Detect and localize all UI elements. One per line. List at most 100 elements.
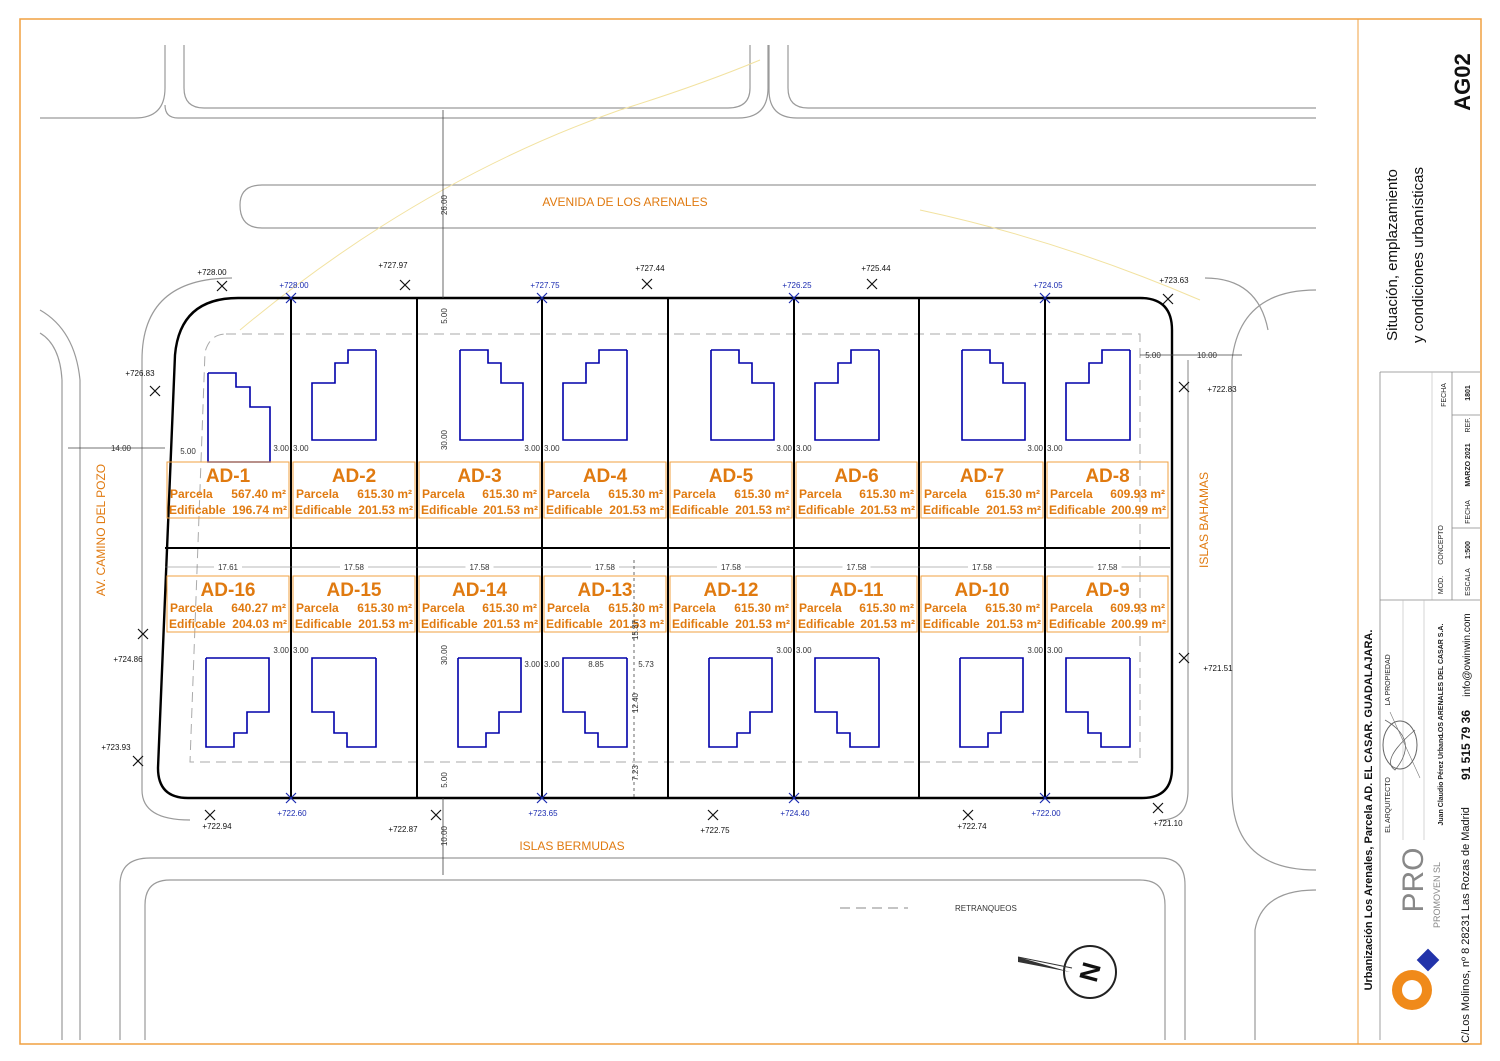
dim-avenida-width: 26.00 bbox=[440, 194, 449, 215]
width-bg-4 bbox=[591, 561, 619, 572]
street-north: AVENIDA DE LOS ARENALES bbox=[542, 195, 707, 209]
elev-west-3: +723.93 bbox=[101, 743, 131, 752]
dim-house-depth-b: 12.40 bbox=[631, 692, 640, 713]
lot-bottom-box-2 bbox=[292, 575, 416, 633]
lot-top-id-1: AD-1 bbox=[206, 466, 251, 487]
company-email: info@owinwin.com bbox=[1462, 613, 1473, 697]
lot-bottom-parcela-label-8: Parcela bbox=[1050, 601, 1093, 615]
lot-top-id-8: AD-8 bbox=[1085, 466, 1129, 487]
tb-propiedad-label: LA PROPIEDAD bbox=[1385, 654, 1392, 705]
elevation-markers: +728.00+727.97+727.44+725.44+723.63+728.… bbox=[101, 261, 1237, 835]
contour-line-1 bbox=[239, 59, 761, 331]
tb-fecha-label-1: FECHA bbox=[1441, 383, 1448, 407]
elev-top-1: +728.00 bbox=[197, 268, 227, 277]
lot-top-box-8 bbox=[1046, 461, 1169, 519]
north-arrow: N bbox=[1017, 945, 1117, 999]
width-bg-3 bbox=[465, 561, 494, 572]
sheet-code: AG02 bbox=[1450, 53, 1475, 110]
width-bg-5 bbox=[717, 561, 745, 572]
side-setback-mid-l: 3.00 bbox=[524, 660, 540, 669]
lot-top-parcela-label-6: Parcela bbox=[799, 487, 842, 501]
lot-top-parcela-7: 615.30 m² bbox=[985, 487, 1040, 501]
elev-cross-top-blue-1 bbox=[285, 292, 297, 304]
lot-top-id-4: AD-4 bbox=[583, 466, 628, 487]
elev-cross-top-3 bbox=[641, 278, 653, 290]
lot-bottom-id-2: AD-15 bbox=[327, 580, 382, 601]
elev-top-4: +725.44 bbox=[861, 264, 891, 273]
north-arrow-letter: N bbox=[1073, 959, 1107, 985]
lot-top-edif-8: 200.99 m² bbox=[1111, 503, 1166, 517]
lot-top-parcela-8: 609.93 m² bbox=[1110, 487, 1165, 501]
lot-bottom-parcela-label-1: Parcela bbox=[170, 601, 213, 615]
elev-cross-east-1 bbox=[1178, 381, 1190, 393]
legend-setback-label: RETRANQUEOS bbox=[955, 904, 1017, 913]
lot-top-parcela-label-4: Parcela bbox=[547, 487, 590, 501]
company-phone: 91 515 79 36 bbox=[1459, 710, 1473, 780]
house-bottom-2 bbox=[311, 657, 377, 748]
elev-top-3: +727.44 bbox=[635, 264, 665, 273]
elev-west-2: +724.86 bbox=[113, 655, 143, 664]
street-south: ISLAS BERMUDAS bbox=[519, 839, 624, 853]
block-se bbox=[1254, 889, 1317, 1040]
curb-ne bbox=[1204, 277, 1269, 331]
curb-east bbox=[1159, 360, 1189, 821]
side-setback-bot-l-2: 3.00 bbox=[776, 646, 792, 655]
elev-east-2: +721.51 bbox=[1203, 664, 1233, 673]
lot-bottom-box-7 bbox=[920, 575, 1044, 633]
dim-lot-depth-n: 30.00 bbox=[440, 429, 449, 450]
elev-east-1: +722.83 bbox=[1207, 385, 1237, 394]
width-bg-6 bbox=[842, 561, 871, 572]
lot-bottom-parcela-1: 640.27 m² bbox=[231, 601, 286, 615]
elev-bottom-3: +722.75 bbox=[700, 826, 730, 835]
elev-cross-top-1 bbox=[216, 280, 228, 292]
dim-east-street: 10.00 bbox=[1197, 351, 1218, 360]
lot-top-id-7: AD-7 bbox=[960, 466, 1004, 487]
lot-width-7: 17.58 bbox=[972, 563, 993, 572]
lot-top-box-7 bbox=[920, 461, 1044, 519]
lot-bottom-box-6 bbox=[795, 575, 918, 633]
lot-bottom-parcela-5: 615.30 m² bbox=[734, 601, 789, 615]
lot-bottom-parcela-3: 615.30 m² bbox=[482, 601, 537, 615]
lot-bottom-edif-5: 201.53 m² bbox=[735, 617, 790, 631]
elev-top-blue-4: +724.05 bbox=[1033, 281, 1063, 290]
lot-bottom-edif-1: 204.03 m² bbox=[232, 617, 287, 631]
lot-bottom-parcela-4: 615.30 m² bbox=[608, 601, 663, 615]
lot-top-box-6 bbox=[795, 461, 918, 519]
block-n1 bbox=[164, 45, 769, 119]
architect-signature bbox=[1382, 711, 1421, 779]
lot-top-edif-5: 201.53 m² bbox=[735, 503, 790, 517]
house-top-2 bbox=[311, 349, 377, 441]
lot-width-1: 17.61 bbox=[218, 563, 239, 572]
lot-bottom-edif-label-3: Edificable bbox=[421, 617, 478, 631]
house-bottom-3 bbox=[457, 657, 522, 748]
elev-cross-bottom-blue-1 bbox=[285, 792, 297, 804]
lot-bottom-parcela-label-4: Parcela bbox=[547, 601, 590, 615]
elev-cross-top-blue-2 bbox=[536, 292, 548, 304]
lot-top-parcela-label-8: Parcela bbox=[1050, 487, 1093, 501]
elev-cross-bottom-blue-2 bbox=[536, 792, 548, 804]
lot-top-edif-label-8: Edificable bbox=[1049, 503, 1106, 517]
elev-top-blue-3: +726.25 bbox=[782, 281, 812, 290]
contour-line-2 bbox=[919, 209, 1201, 301]
lot-bottom-edif-3: 201.53 m² bbox=[483, 617, 538, 631]
elev-bottom-blue-1: +722.60 bbox=[277, 809, 307, 818]
lot-bottom-box-3 bbox=[418, 575, 541, 633]
lot-bottom-edif-label-5: Edificable bbox=[672, 617, 729, 631]
lot-width-4: 17.58 bbox=[595, 563, 616, 572]
house-top-8 bbox=[1065, 349, 1131, 441]
lot-top-edif-7: 201.53 m² bbox=[986, 503, 1041, 517]
side-setback-bot-r-1: 3.00 bbox=[293, 646, 309, 655]
avenida-median bbox=[239, 184, 1316, 229]
lot-bottom-edif-4: 201.53 m² bbox=[609, 617, 664, 631]
tb-propiedad-value: LOS ARENALES DEL CASAR S.A. bbox=[1438, 624, 1445, 737]
house-bottom-5 bbox=[708, 657, 773, 748]
lot-bottom-edif-2: 201.53 m² bbox=[358, 617, 413, 631]
elev-top-2: +727.97 bbox=[378, 261, 408, 270]
tb-fecha-value: MARZO 2021 bbox=[1465, 443, 1472, 486]
dim-lot-depth-s: 30.00 bbox=[440, 644, 449, 665]
lot-top-edif-4: 201.53 m² bbox=[609, 503, 664, 517]
dim-house-side: 5.73 bbox=[638, 660, 654, 669]
lot-bottom-box-8 bbox=[1046, 575, 1169, 633]
lot-bottom-parcela-6: 615.30 m² bbox=[859, 601, 914, 615]
dim-house-width: 8.85 bbox=[588, 660, 604, 669]
